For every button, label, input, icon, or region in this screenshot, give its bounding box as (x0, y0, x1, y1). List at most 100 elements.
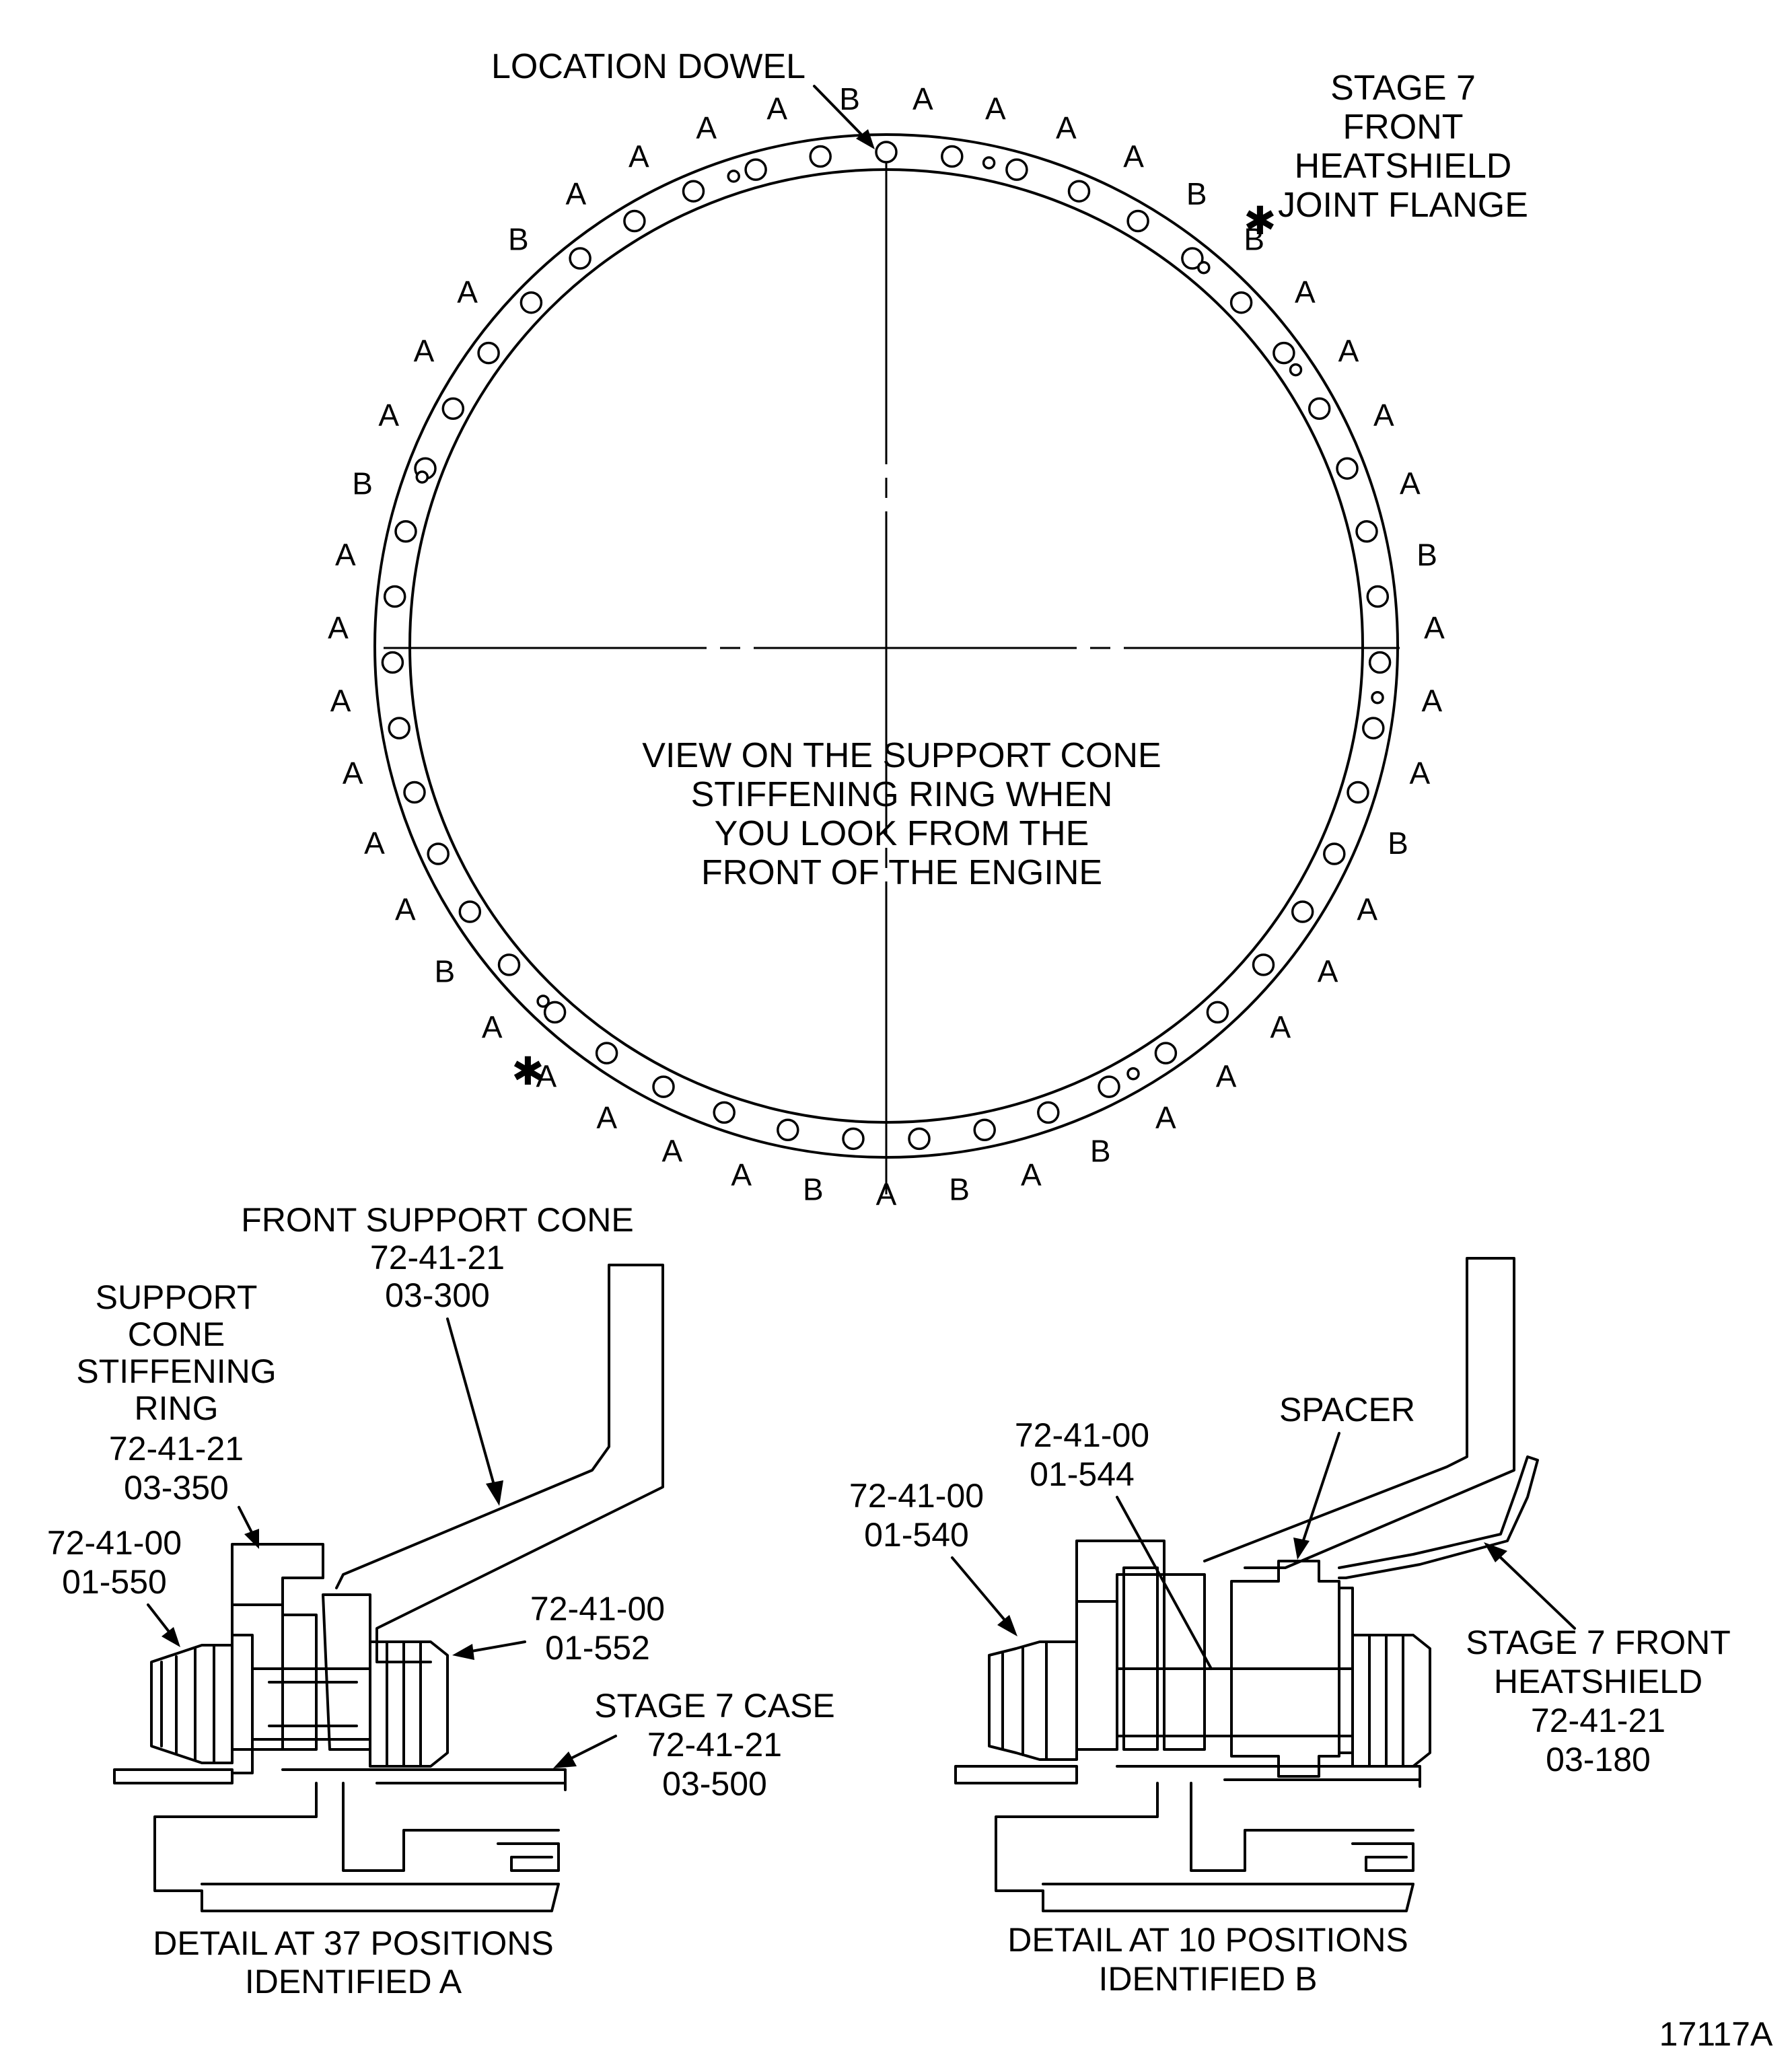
nut-01-550-label: 72-41-00 01-550 (47, 1524, 182, 1601)
bolt-hole (809, 145, 832, 168)
stage7-case-leader (567, 1735, 617, 1761)
position-letter: A (1409, 756, 1430, 791)
small-pin-hole (415, 470, 429, 484)
position-letter: B (435, 953, 456, 988)
small-pin-hole (1197, 260, 1211, 275)
heatshield-line: STAGE 7 FRONT (1466, 1624, 1731, 1661)
bolt-hole (388, 717, 410, 739)
stage7-case-flange (231, 1603, 318, 1751)
position-letter: B (1417, 537, 1437, 572)
bolt-01-544-line: 72-41-00 (1015, 1416, 1149, 1454)
position-letter: A (378, 398, 399, 433)
detail-b-drawing (954, 1257, 1539, 1912)
bolt-hole (394, 520, 417, 543)
bolt-hole (383, 585, 406, 608)
front-support-cone-line: 72-41-21 (370, 1239, 505, 1276)
bolt-hole (1154, 1042, 1178, 1064)
bolt-hole (744, 158, 767, 181)
bolt-hole (1336, 457, 1359, 480)
small-pin-hole (1289, 363, 1303, 377)
stiffening-ring-line: CONE (128, 1315, 225, 1353)
bolt-hole (497, 953, 521, 976)
joint-asterisk-lower: ✱ (511, 1050, 544, 1093)
heatshield-label: STAGE 7 FRONT HEATSHIELD 72-41-21 03-180 (1466, 1624, 1731, 1778)
bolt-01-552-line: 72-41-00 (530, 1590, 665, 1628)
position-letter: A (1338, 334, 1359, 369)
position-letter: A (1056, 110, 1077, 145)
detail-a-caption: DETAIL AT 37 POSITIONS IDENTIFIED A (153, 1924, 554, 2000)
bolt-hole (1291, 900, 1314, 923)
spacer (1230, 1560, 1340, 1778)
bolt-01-544-leader (1116, 1496, 1213, 1670)
nut-01-550-washer (231, 1634, 254, 1774)
detail-a-caption-line: DETAIL AT 37 POSITIONS (153, 1924, 554, 1962)
joint-flange-label: STAGE 7 FRONT HEATSHIELD JOINT FLANGE (1278, 69, 1528, 225)
bolt-hole (1067, 180, 1091, 203)
stage7-case-line: 03-500 (662, 1765, 767, 1803)
bolt-hole (477, 341, 500, 365)
nut-01-540-line: 01-540 (864, 1516, 969, 1554)
position-letter: B (949, 1172, 970, 1207)
position-letter: A (661, 1133, 682, 1168)
bolt-hole (973, 1118, 996, 1142)
position-letter: B (1186, 176, 1207, 211)
position-letter: A (696, 110, 717, 145)
front-support-cone-arrow (486, 1480, 503, 1506)
position-letter: B (839, 81, 860, 116)
position-letter: A (731, 1157, 752, 1192)
nut-01-550-leader (147, 1603, 173, 1636)
bolt-hole (1307, 397, 1331, 421)
stiffening-ring-arrow (244, 1529, 259, 1549)
bolt-01-544-label: 72-41-00 01-544 (1015, 1416, 1149, 1493)
bolt-hole (1362, 717, 1385, 739)
stiffening-ring-line: RING (135, 1389, 219, 1427)
small-pin-hole (982, 156, 996, 170)
bolt-hole (381, 651, 404, 674)
bolt-hole (1252, 953, 1275, 976)
front-support-cone-line: 03-300 (385, 1276, 490, 1314)
position-letter: A (912, 81, 933, 116)
front-support-cone-label: FRONT SUPPORT CONE 72-41-21 03-300 (241, 1201, 633, 1314)
stage7-case-body-b (954, 1765, 1421, 1912)
position-letter: A (1373, 398, 1394, 433)
front-support-cone-leader (446, 1317, 496, 1488)
nut-01-540-line: 72-41-00 (849, 1477, 984, 1515)
position-letter: B (1388, 826, 1408, 861)
bolt-hole (908, 1127, 931, 1151)
bolt-hole (458, 900, 482, 923)
small-pin-hole (1371, 690, 1384, 704)
bolt-hole (519, 291, 543, 314)
support-cone-stiffening-ring (231, 1543, 324, 1606)
position-letter: A (1270, 1010, 1291, 1045)
position-letter: B (508, 222, 529, 257)
location-dowel-label: LOCATION DOWEL (491, 47, 805, 86)
position-letter: A (1216, 1059, 1237, 1094)
bolt-hole (842, 1127, 865, 1151)
bolt-hole (427, 842, 450, 865)
stiffening-ring-b (1075, 1540, 1166, 1603)
location-dowel-leader (813, 85, 869, 143)
view-caption-line: VIEW ON THE SUPPORT CONE (642, 736, 1161, 775)
nut-01-540-leader (951, 1556, 1007, 1623)
position-letter: B (803, 1172, 824, 1207)
bolt-hole (1366, 585, 1390, 608)
nut-01-540-arrow (997, 1615, 1017, 1636)
flanges-b (1075, 1566, 1354, 1754)
bolt-hole (777, 1118, 799, 1142)
bolt-hole (1126, 209, 1149, 233)
view-caption-line: STIFFENING RING WHEN (691, 775, 1113, 814)
bolt-hole (1181, 247, 1204, 270)
position-letter: A (364, 826, 385, 861)
position-letter: A (482, 1010, 503, 1045)
stage7-case-line: 72-41-21 (647, 1726, 782, 1764)
front-support-cone-b (1203, 1257, 1515, 1569)
bolt-hole (1273, 341, 1295, 365)
bolt-hole (623, 209, 646, 233)
bolt-hole (1037, 1101, 1060, 1124)
spacer-leader (1301, 1432, 1340, 1546)
position-letter: A (1318, 953, 1338, 988)
bolt-hole (1229, 291, 1253, 314)
small-pin-hole (536, 995, 550, 1008)
position-letter: A (1422, 684, 1443, 719)
